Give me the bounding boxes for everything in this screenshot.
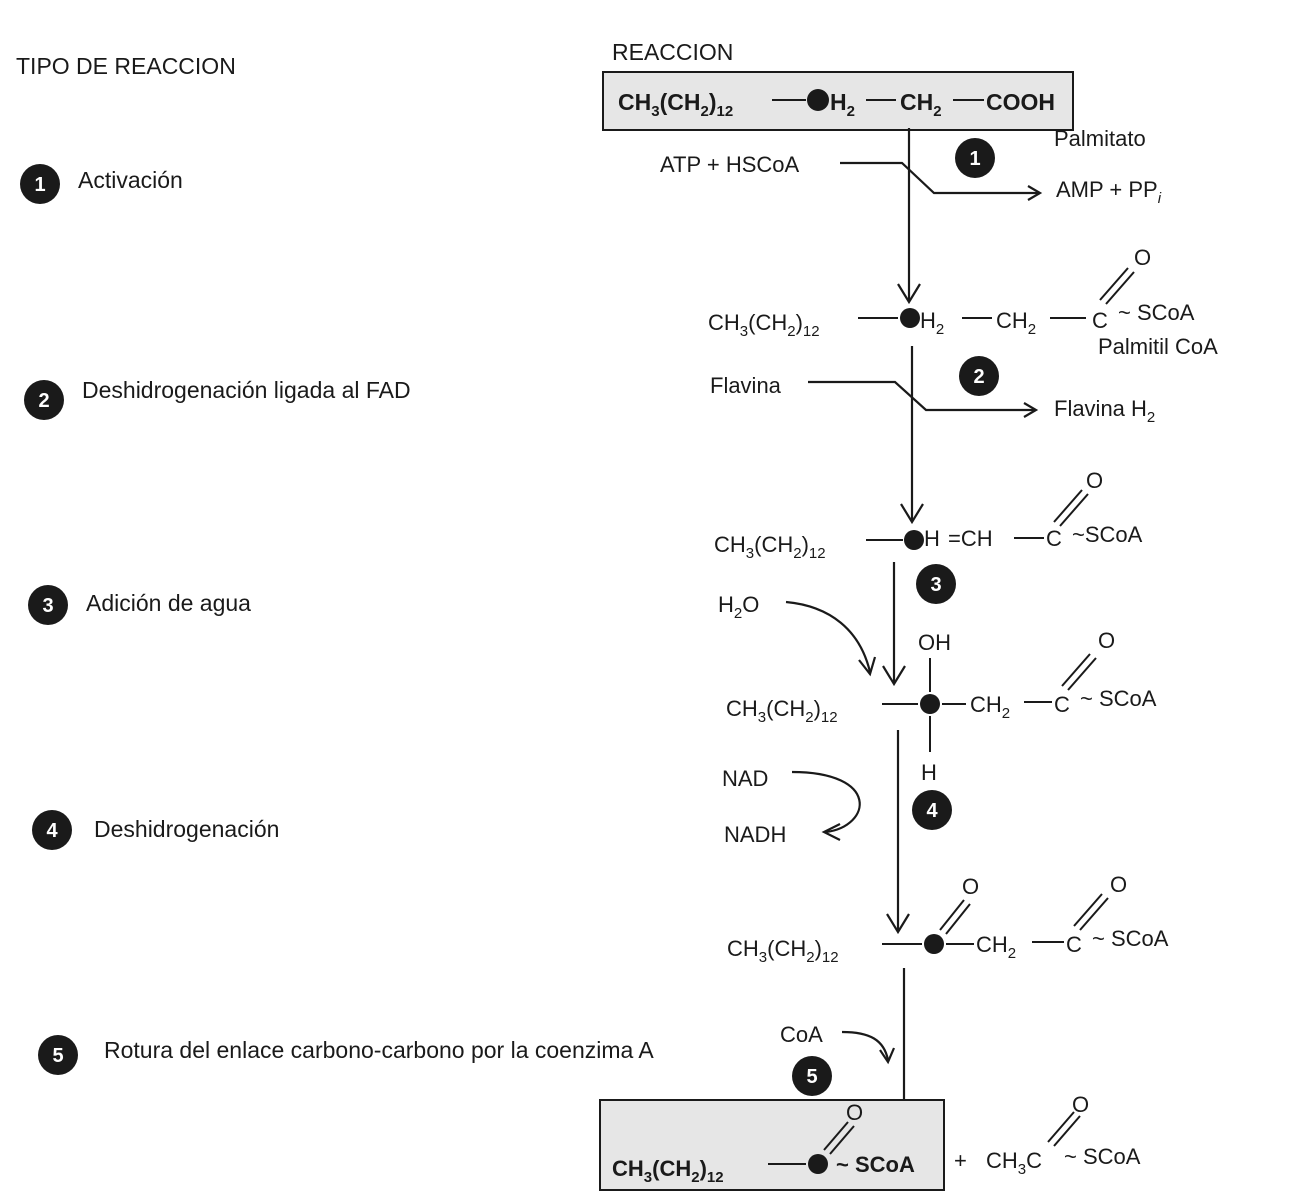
acetyl-scoa: ~ SCoA — [1064, 1144, 1141, 1169]
reaction-5-input: CoA — [780, 1022, 823, 1047]
step-5: 5 Rotura del enlace carbono-carbono por … — [38, 1035, 654, 1075]
reaction-1-side-arrow — [840, 161, 1040, 195]
step-4-label: Deshidrogenación — [94, 816, 279, 842]
hydroxyacyl-c: C — [1054, 692, 1070, 717]
reaction-5-badge — [792, 1056, 832, 1096]
myristoyl-coa-box — [599, 1099, 945, 1191]
reaction-1-output: AMP + PPi — [1056, 177, 1162, 207]
step-2-label: Deshidrogenación ligada al FAD — [82, 377, 411, 403]
palmitoyl-chain: CH3(CH2)12 — [708, 310, 820, 340]
step-5-number: 5 — [52, 1045, 63, 1067]
reaction-3-number: 3 — [930, 574, 941, 596]
palmitoyl-coa-name: Palmitil CoA — [1098, 334, 1218, 359]
reaction-1-input: ATP + HSCoA — [660, 152, 800, 177]
palmitate-ch2-b: CH2 — [900, 89, 942, 120]
step-1-label: Activación — [78, 167, 183, 193]
reaction-4-side-arrow — [791, 770, 861, 834]
enoyl-chain: CH3(CH2)12 — [714, 532, 826, 562]
reaction-5-side-arrow — [841, 1030, 890, 1061]
reaction-3-badge — [916, 564, 956, 604]
hydroxyacyl-chain: CH3(CH2)12 — [726, 696, 838, 726]
enoyl-h: H — [924, 526, 940, 551]
reaction-4-input: NAD — [722, 766, 768, 791]
step-3-badge — [28, 585, 68, 625]
palmitoyl-scoa: ~ SCoA — [1118, 300, 1195, 325]
beta-carbon-dot — [924, 934, 944, 954]
step-1-badge — [20, 164, 60, 204]
step-3-number: 3 — [42, 595, 53, 617]
hydroxyacyl-o: O — [1098, 628, 1115, 653]
plus-sign: + — [954, 1148, 967, 1173]
step-3: 3 Adición de agua — [28, 585, 251, 625]
beta-carbon-dot — [900, 308, 920, 328]
palmitate-cooh: COOH — [986, 89, 1055, 115]
step-2-badge — [24, 380, 64, 420]
reaction-header: REACCION — [612, 39, 733, 65]
reaction-1-badge — [955, 138, 995, 178]
beta-carbon-dot — [904, 530, 924, 550]
beta-carbon-dot — [807, 89, 829, 111]
hydroxyacyl-ch2: CH2 — [970, 692, 1010, 722]
palmitate-name: Palmitato — [1054, 126, 1146, 151]
products: CH3(CH2)12 O ~ SCoA + CH3C O ~ SCoA — [599, 1092, 1141, 1191]
enoyl-o: O — [1086, 468, 1103, 493]
palmitate-ch2: H2 — [830, 89, 855, 120]
ketoacyl-o2: O — [1110, 872, 1127, 897]
ketoacyl-coa-molecule: CH3(CH2)12 O CH2 C O ~ SCoA — [727, 872, 1169, 966]
reaction-5-number: 5 — [806, 1066, 817, 1088]
reaction-3-side-arrow — [785, 600, 872, 673]
beta-carbon-dot — [808, 1154, 828, 1174]
reaction-4-number: 4 — [926, 800, 938, 822]
enoyl-c: C — [1046, 526, 1062, 551]
palmitoyl-ch2: H2 — [920, 308, 944, 338]
hydroxyacyl-coa-molecule: CH3(CH2)12 OH H CH2 C O ~ SCoA — [726, 628, 1157, 785]
palmitoyl-ch2-b: CH2 — [996, 308, 1036, 338]
hydroxyacyl-oh: OH — [918, 630, 951, 655]
palmitate-molecule: CH3(CH2)12 H2 CH2 COOH — [602, 71, 1074, 131]
enoyl-coa-molecule: CH3(CH2)12 H =CH C O ~SCoA — [714, 468, 1143, 562]
step-2-number: 2 — [38, 390, 49, 412]
hydroxyacyl-h: H — [921, 760, 937, 785]
reaction-2-output: Flavina H2 — [1054, 396, 1155, 426]
myristoyl-o: O — [846, 1100, 863, 1125]
step-4-badge — [32, 810, 72, 850]
hydroxyacyl-scoa: ~ SCoA — [1080, 686, 1157, 711]
step-1-number: 1 — [34, 174, 45, 196]
palmitate-box — [602, 71, 1074, 131]
beta-carbon-dot — [920, 694, 940, 714]
reaction-1-number: 1 — [969, 148, 980, 170]
step-4-number: 4 — [46, 820, 58, 842]
acetyl-o: O — [1072, 1092, 1089, 1117]
palmitoyl-c: C — [1092, 308, 1108, 333]
ketoacyl-c: C — [1066, 932, 1082, 957]
reaction-4-output: NADH — [724, 822, 786, 847]
reaction-3-input: H2O — [718, 592, 759, 622]
reaction-2-input: Flavina — [710, 373, 782, 398]
step-1: 1 Activación — [20, 164, 183, 204]
step-5-label: Rotura del enlace carbono-carbono por la… — [104, 1037, 654, 1063]
step-4: 4 Deshidrogenación — [32, 810, 279, 850]
myristoyl-scoa: ~ SCoA — [836, 1152, 915, 1177]
ketoacyl-scoa: ~ SCoA — [1092, 926, 1169, 951]
enoyl-ch: =CH — [948, 526, 993, 551]
reaction-4-badge — [912, 790, 952, 830]
myristoyl-chain: CH3(CH2)12 — [612, 1156, 724, 1186]
reaction-type-header: TIPO DE REACCION — [16, 53, 236, 79]
reaction-2-number: 2 — [973, 366, 984, 388]
ketoacyl-chain: CH3(CH2)12 — [727, 936, 839, 966]
enoyl-scoa: ~SCoA — [1072, 522, 1143, 547]
acetyl-coa: CH3C — [986, 1148, 1042, 1178]
reaction-2-side-arrow — [808, 380, 1036, 412]
palmitoyl-coa-molecule: CH3(CH2)12 H2 CH2 C O ~ SCoA — [708, 245, 1195, 340]
ketoacyl-ch2: CH2 — [976, 932, 1016, 962]
palmitate-chain: CH3(CH2)12 — [618, 89, 733, 120]
palmitoyl-o: O — [1134, 245, 1151, 270]
reaction-2-badge — [959, 356, 999, 396]
step-3-label: Adición de agua — [86, 590, 251, 616]
step-2: 2 Deshidrogenación ligada al FAD — [24, 377, 411, 420]
ketoacyl-o1: O — [962, 874, 979, 899]
step-5-badge — [38, 1035, 78, 1075]
